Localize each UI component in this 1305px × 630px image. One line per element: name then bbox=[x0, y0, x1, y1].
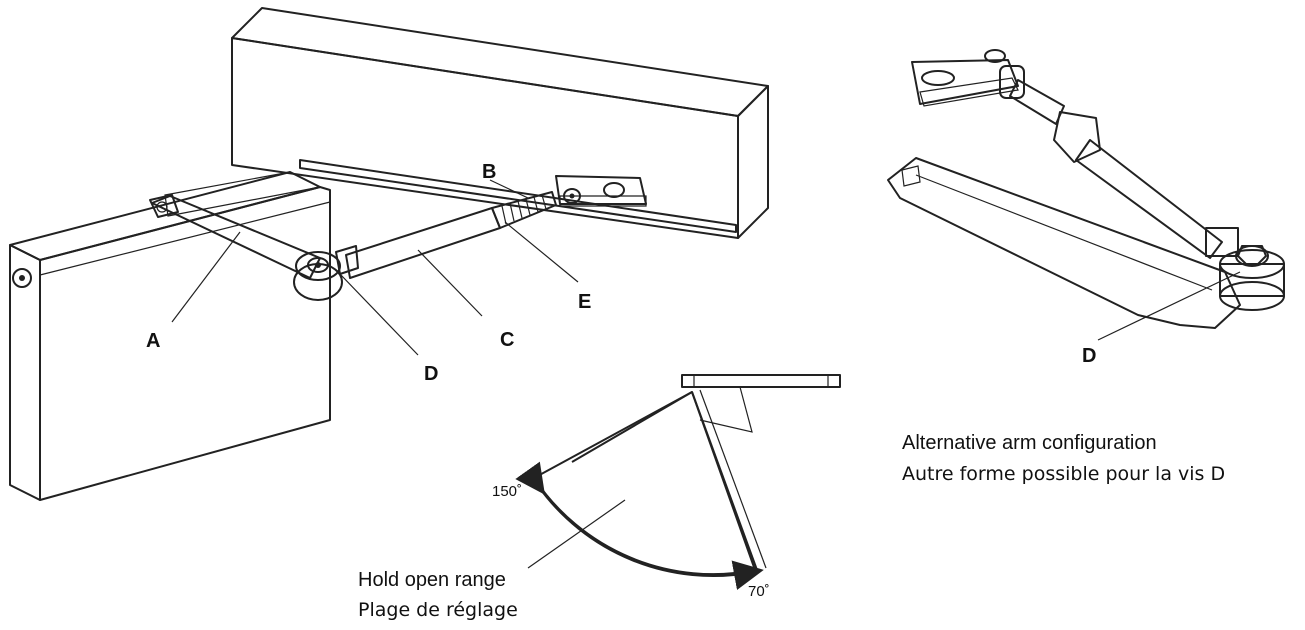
hold-open-caption-fr: Plage de réglage bbox=[358, 599, 518, 621]
closer-body bbox=[9, 171, 331, 501]
callout-c: C bbox=[500, 329, 514, 351]
alt-adjust-nut bbox=[1053, 111, 1101, 163]
callout-d: D bbox=[424, 363, 438, 385]
range-leader bbox=[527, 499, 626, 569]
alternative-arm-figure: D Alternative arm configuration Autre fo… bbox=[887, 49, 1285, 485]
range-arrow bbox=[515, 461, 764, 590]
elbow-joint-d bbox=[293, 245, 359, 301]
plan-arm bbox=[699, 386, 753, 433]
alt-callout-d: D bbox=[1082, 345, 1096, 367]
alt-elbow-joint-d bbox=[1205, 227, 1285, 311]
callout-b: B bbox=[482, 161, 496, 183]
door-frame-header bbox=[231, 7, 769, 239]
alt-forearm bbox=[1009, 79, 1223, 259]
alt-caption-fr: Autre forme possible pour la vis D bbox=[902, 463, 1225, 485]
hold-open-figure: 150˚ 70˚ Hold open range Plage de réglag… bbox=[358, 374, 841, 621]
angle-150-label: 150˚ bbox=[492, 483, 522, 500]
alt-main-arm bbox=[887, 157, 1241, 329]
alt-caption-en: Alternative arm configuration bbox=[902, 432, 1157, 454]
leader-lines bbox=[171, 179, 579, 356]
alt-leader-d bbox=[1097, 271, 1241, 341]
door-leaf-70 bbox=[691, 391, 758, 571]
angle-70-label: 70˚ bbox=[748, 583, 770, 600]
forearm-c bbox=[345, 191, 557, 279]
thread-lines bbox=[501, 194, 547, 225]
door-plan-bar bbox=[681, 374, 841, 388]
callout-a: A bbox=[146, 330, 160, 352]
frame-bracket bbox=[555, 175, 647, 207]
main-figure: A B C D E bbox=[9, 7, 769, 501]
door-leaf-150 bbox=[571, 391, 693, 463]
hold-open-caption-en: Hold open range bbox=[358, 569, 506, 591]
main-arm-a bbox=[149, 194, 321, 279]
callout-e: E bbox=[578, 291, 591, 313]
alt-bracket bbox=[911, 49, 1025, 107]
